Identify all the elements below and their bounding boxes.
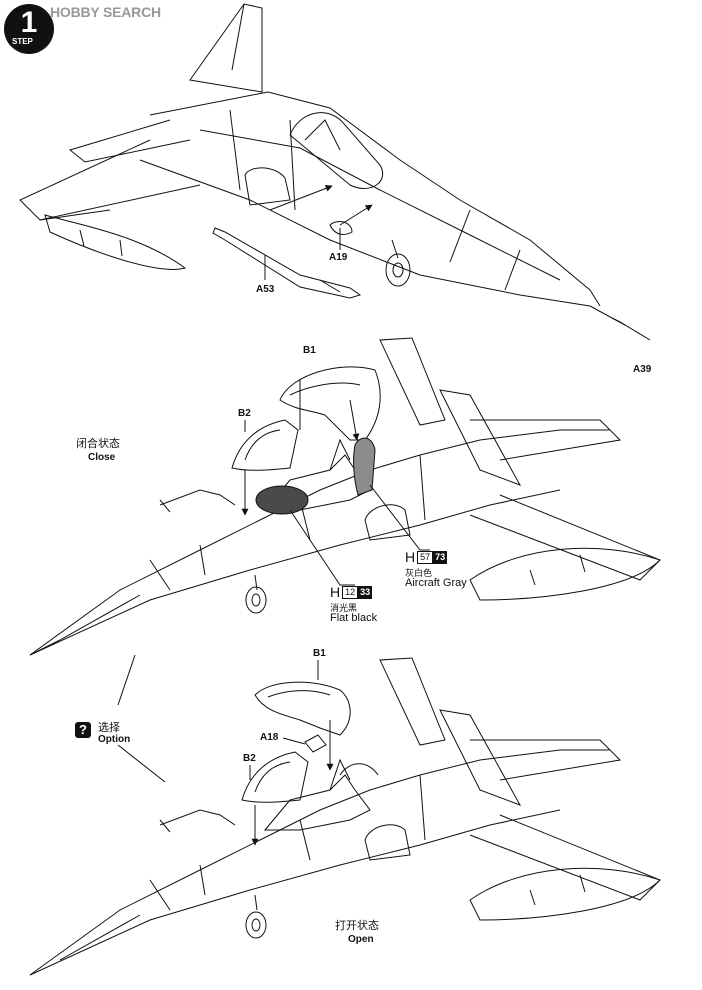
paint-black-name-en: Flat black bbox=[330, 612, 378, 624]
part-label-b1-bottom: B1 bbox=[313, 648, 326, 659]
part-label-a53: A53 bbox=[256, 284, 275, 295]
paint-gray-name-en: Aircraft Gray bbox=[405, 577, 467, 589]
aircraft-top bbox=[19, 3, 651, 341]
paint-callout-black: H 12 33 bbox=[330, 584, 373, 600]
paint-callout-gray: H 57 73 bbox=[405, 549, 448, 565]
watermark-text: HOBBY SEARCH bbox=[50, 4, 161, 20]
paint-zone-gray bbox=[353, 437, 376, 496]
paint-gray-name-cn: 灰白色 bbox=[405, 569, 433, 579]
paint-gray-prefix: H bbox=[405, 549, 416, 565]
close-label-en: Close bbox=[88, 452, 116, 463]
part-label-a19: A19 bbox=[329, 252, 348, 263]
paint-gray-code1: 57 bbox=[417, 550, 434, 564]
option-label-en: Option bbox=[98, 734, 131, 745]
part-label-a39: A39 bbox=[633, 364, 652, 375]
open-label-cn: 打开状态 bbox=[335, 919, 379, 932]
watermark-logo: HOBBY SEARCH bbox=[50, 4, 161, 20]
paint-zone-black bbox=[255, 485, 309, 515]
aircraft-bottom-open bbox=[29, 657, 661, 976]
paint-black-code1: 12 bbox=[342, 585, 359, 599]
option-question-icon: ? bbox=[75, 722, 91, 738]
close-label-cn: 闭合状态 bbox=[76, 437, 120, 450]
paint-gray-code2: 73 bbox=[433, 550, 448, 564]
part-label-b2-top: B2 bbox=[238, 408, 251, 419]
part-label-b1-top: B1 bbox=[303, 345, 316, 356]
aircraft-middle-close bbox=[29, 337, 661, 656]
option-label-cn: 选择 bbox=[98, 721, 120, 734]
paint-black-prefix: H bbox=[330, 584, 341, 600]
step-badge: 1 STEP bbox=[4, 4, 54, 54]
part-label-b2-bottom: B2 bbox=[243, 753, 256, 764]
paint-black-code2: 33 bbox=[358, 585, 373, 599]
open-label-en: Open bbox=[348, 934, 374, 945]
step-number: 1 bbox=[20, 6, 38, 39]
step-word: STEP bbox=[12, 37, 33, 46]
paint-black-name-cn: 消光黑 bbox=[330, 604, 358, 614]
part-label-a18: A18 bbox=[260, 732, 279, 743]
